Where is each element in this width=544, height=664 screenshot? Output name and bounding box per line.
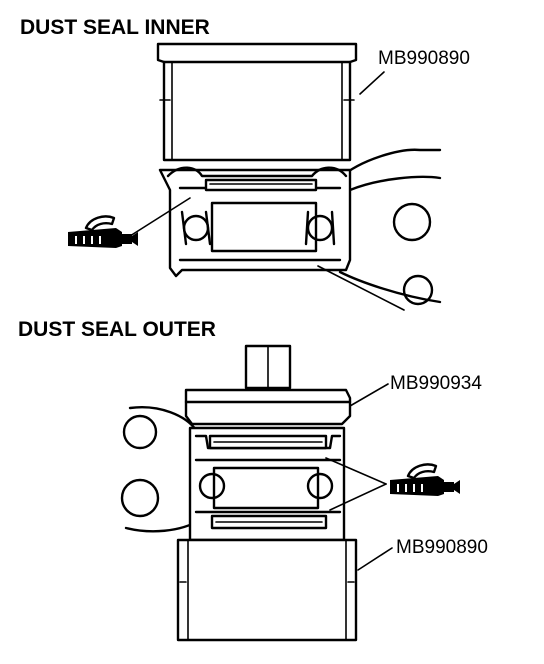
inner-assembly <box>129 42 442 311</box>
grease-gun-icon <box>68 215 138 248</box>
outer-assembly <box>120 344 393 642</box>
outer-knuckle-boss-bottom <box>120 478 160 518</box>
outer-top-tool-label: MB990934 <box>390 373 482 394</box>
outer-bearing-ball-right <box>306 472 334 500</box>
outer-bottom-tool-leader <box>357 547 393 571</box>
outer-installer-mb990934 <box>184 388 352 426</box>
grease-gun-icon <box>390 463 460 496</box>
inner-tool-leader <box>359 71 385 95</box>
outer-grease-leader-lower <box>329 483 387 511</box>
inner-tool-cylinder <box>156 42 358 162</box>
outer-knuckle-boss-top <box>122 414 158 450</box>
outer-top-tool-leader <box>349 383 389 407</box>
inner-tool-label: MB990890 <box>378 48 470 69</box>
outer-bottom-tool-label: MB990890 <box>396 537 488 558</box>
outer-grease-leader-upper <box>325 457 387 485</box>
inner-knuckle-boss <box>392 202 432 242</box>
outer-heading: DUST SEAL OUTER <box>18 318 216 341</box>
outer-support-mb990890 <box>176 538 358 642</box>
inner-grease-leader <box>129 197 191 237</box>
outer-bearing-ball-left <box>198 472 226 500</box>
inner-heading: DUST SEAL INNER <box>20 16 210 39</box>
